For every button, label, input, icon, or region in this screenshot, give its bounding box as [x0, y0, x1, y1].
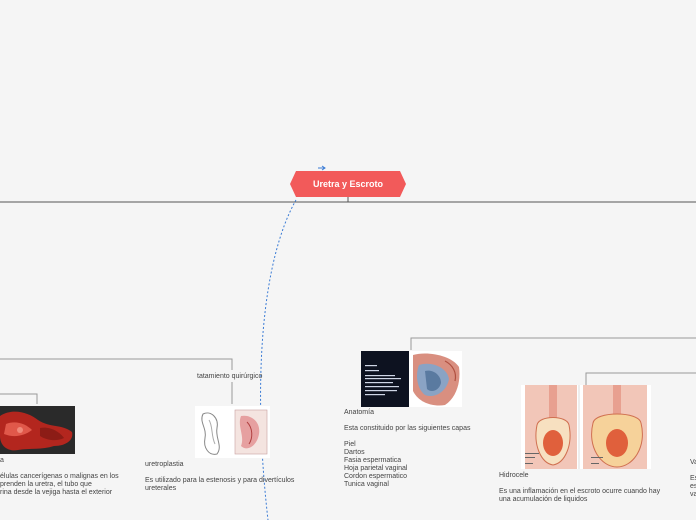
anatomy-layer: Dartos — [344, 449, 365, 456]
central-topic[interactable]: Uretra y Escroto — [290, 171, 406, 197]
anatomy-intro: Esta constituido por las siguientes capa… — [344, 425, 471, 432]
cancer-description: élulas cancerígenas o malignas en los pr… — [0, 473, 119, 496]
urethral-tissue-image — [0, 406, 75, 454]
central-topic-title: Uretra y Escroto — [312, 179, 384, 189]
anatomy-label: Anatomía — [344, 409, 374, 416]
hydrocele-label: Hidrocele — [499, 472, 529, 479]
cancer-label: a — [0, 457, 4, 464]
urethroplasty-image — [195, 406, 270, 458]
varicocele-description: Es es va — [690, 475, 696, 498]
anatomy-layer: Hoja parietal vaginal — [344, 465, 408, 472]
urethroplasty-label: uretroplastia — [145, 461, 184, 468]
anatomy-layer: Piel — [344, 441, 356, 448]
hydrocele-description: Es una inflamación en el escroto ocurre … — [499, 488, 661, 503]
anatomy-layers-list: Piel Dartos Fasia espermatica Hoja parie… — [344, 441, 407, 489]
varicocele-label: Va — [690, 459, 696, 466]
treatment-label: tatamiento quirúrgico — [197, 373, 263, 380]
urethroplasty-description: Es utilizado para la estenosis y para di… — [145, 477, 295, 492]
anatomy-layer: Tunica vaginal — [344, 481, 389, 488]
anatomy-layer: Cordon espermatico — [344, 473, 408, 480]
anatomy-layer: Fasia espermatica — [344, 457, 402, 464]
scrotum-anatomy-image — [361, 351, 462, 407]
arrow-icon[interactable] — [318, 165, 326, 171]
hydrocele-image — [521, 385, 651, 469]
